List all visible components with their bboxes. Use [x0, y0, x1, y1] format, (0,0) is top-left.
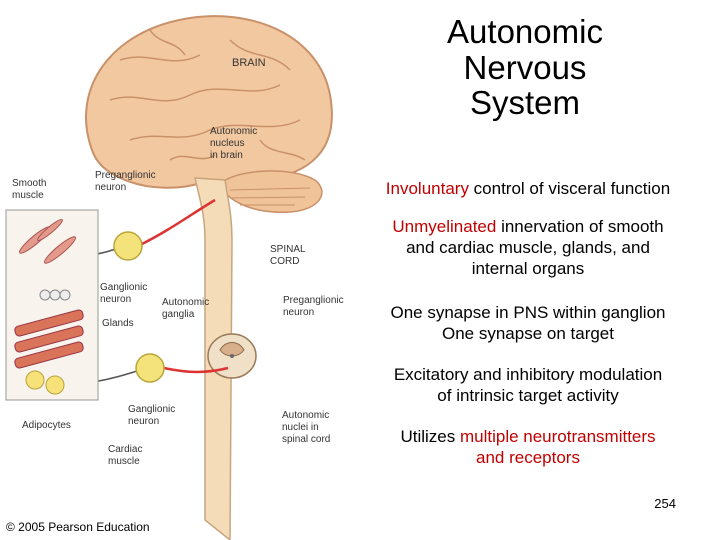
bullet-modulation: Excitatory and inhibitory modulation of …	[336, 364, 720, 406]
bullet-text: control of visceral function	[468, 179, 671, 198]
bullet-text: Utilizes	[400, 427, 460, 446]
ganglion-neuron-top	[113, 231, 143, 261]
bullet-text: internal organs	[471, 259, 585, 278]
highlight-text: Unmyelinated	[392, 217, 497, 236]
label-brain: BRAIN	[232, 57, 266, 69]
bullet-unmyelinated: Unmyelinated innervation of smooth and c…	[336, 216, 720, 279]
bullet-synapse: One synapse in PNS within ganglion One s…	[336, 302, 720, 344]
bullet-involuntary: Involuntary control of visceral function	[336, 178, 720, 199]
bullet-text: Excitatory and inhibitory modulation	[393, 365, 663, 384]
title-line-1: Autonomic	[447, 13, 603, 50]
title-line-3: System	[469, 84, 581, 122]
highlight-text: Involuntary	[385, 179, 469, 198]
svg-text:Adipocytes: Adipocytes	[22, 420, 71, 431]
highlight-text: multiple neurotransmitters	[459, 427, 656, 446]
copyright-notice: © 2005 Pearson Education	[6, 520, 150, 534]
bullet-text: of intrinsic target activity	[437, 386, 619, 405]
bullet-neurotransmitters: Utilizes multiple neurotransmitters and …	[336, 426, 720, 468]
ganglion-neuron-bottom	[135, 353, 165, 383]
bullet-text: One synapse in PNS within ganglion	[390, 303, 666, 322]
page-number: 254	[654, 496, 676, 511]
highlight-text: and receptors	[476, 448, 580, 467]
svg-text:Glands: Glands	[102, 318, 134, 329]
target-tissues-panel	[5, 209, 99, 401]
brain-drawing	[85, 15, 333, 214]
slide-title: Autonomic Nervous System	[400, 14, 650, 121]
bullet-text: innervation of smooth	[496, 217, 664, 236]
bullet-text: One synapse on target	[441, 324, 614, 343]
spinal-cross-section	[207, 333, 257, 379]
preganglionic-axon-top	[139, 198, 216, 247]
bullet-text: and cardiac muscle, glands, and	[406, 238, 650, 257]
title-line-2: Nervous	[463, 48, 587, 86]
